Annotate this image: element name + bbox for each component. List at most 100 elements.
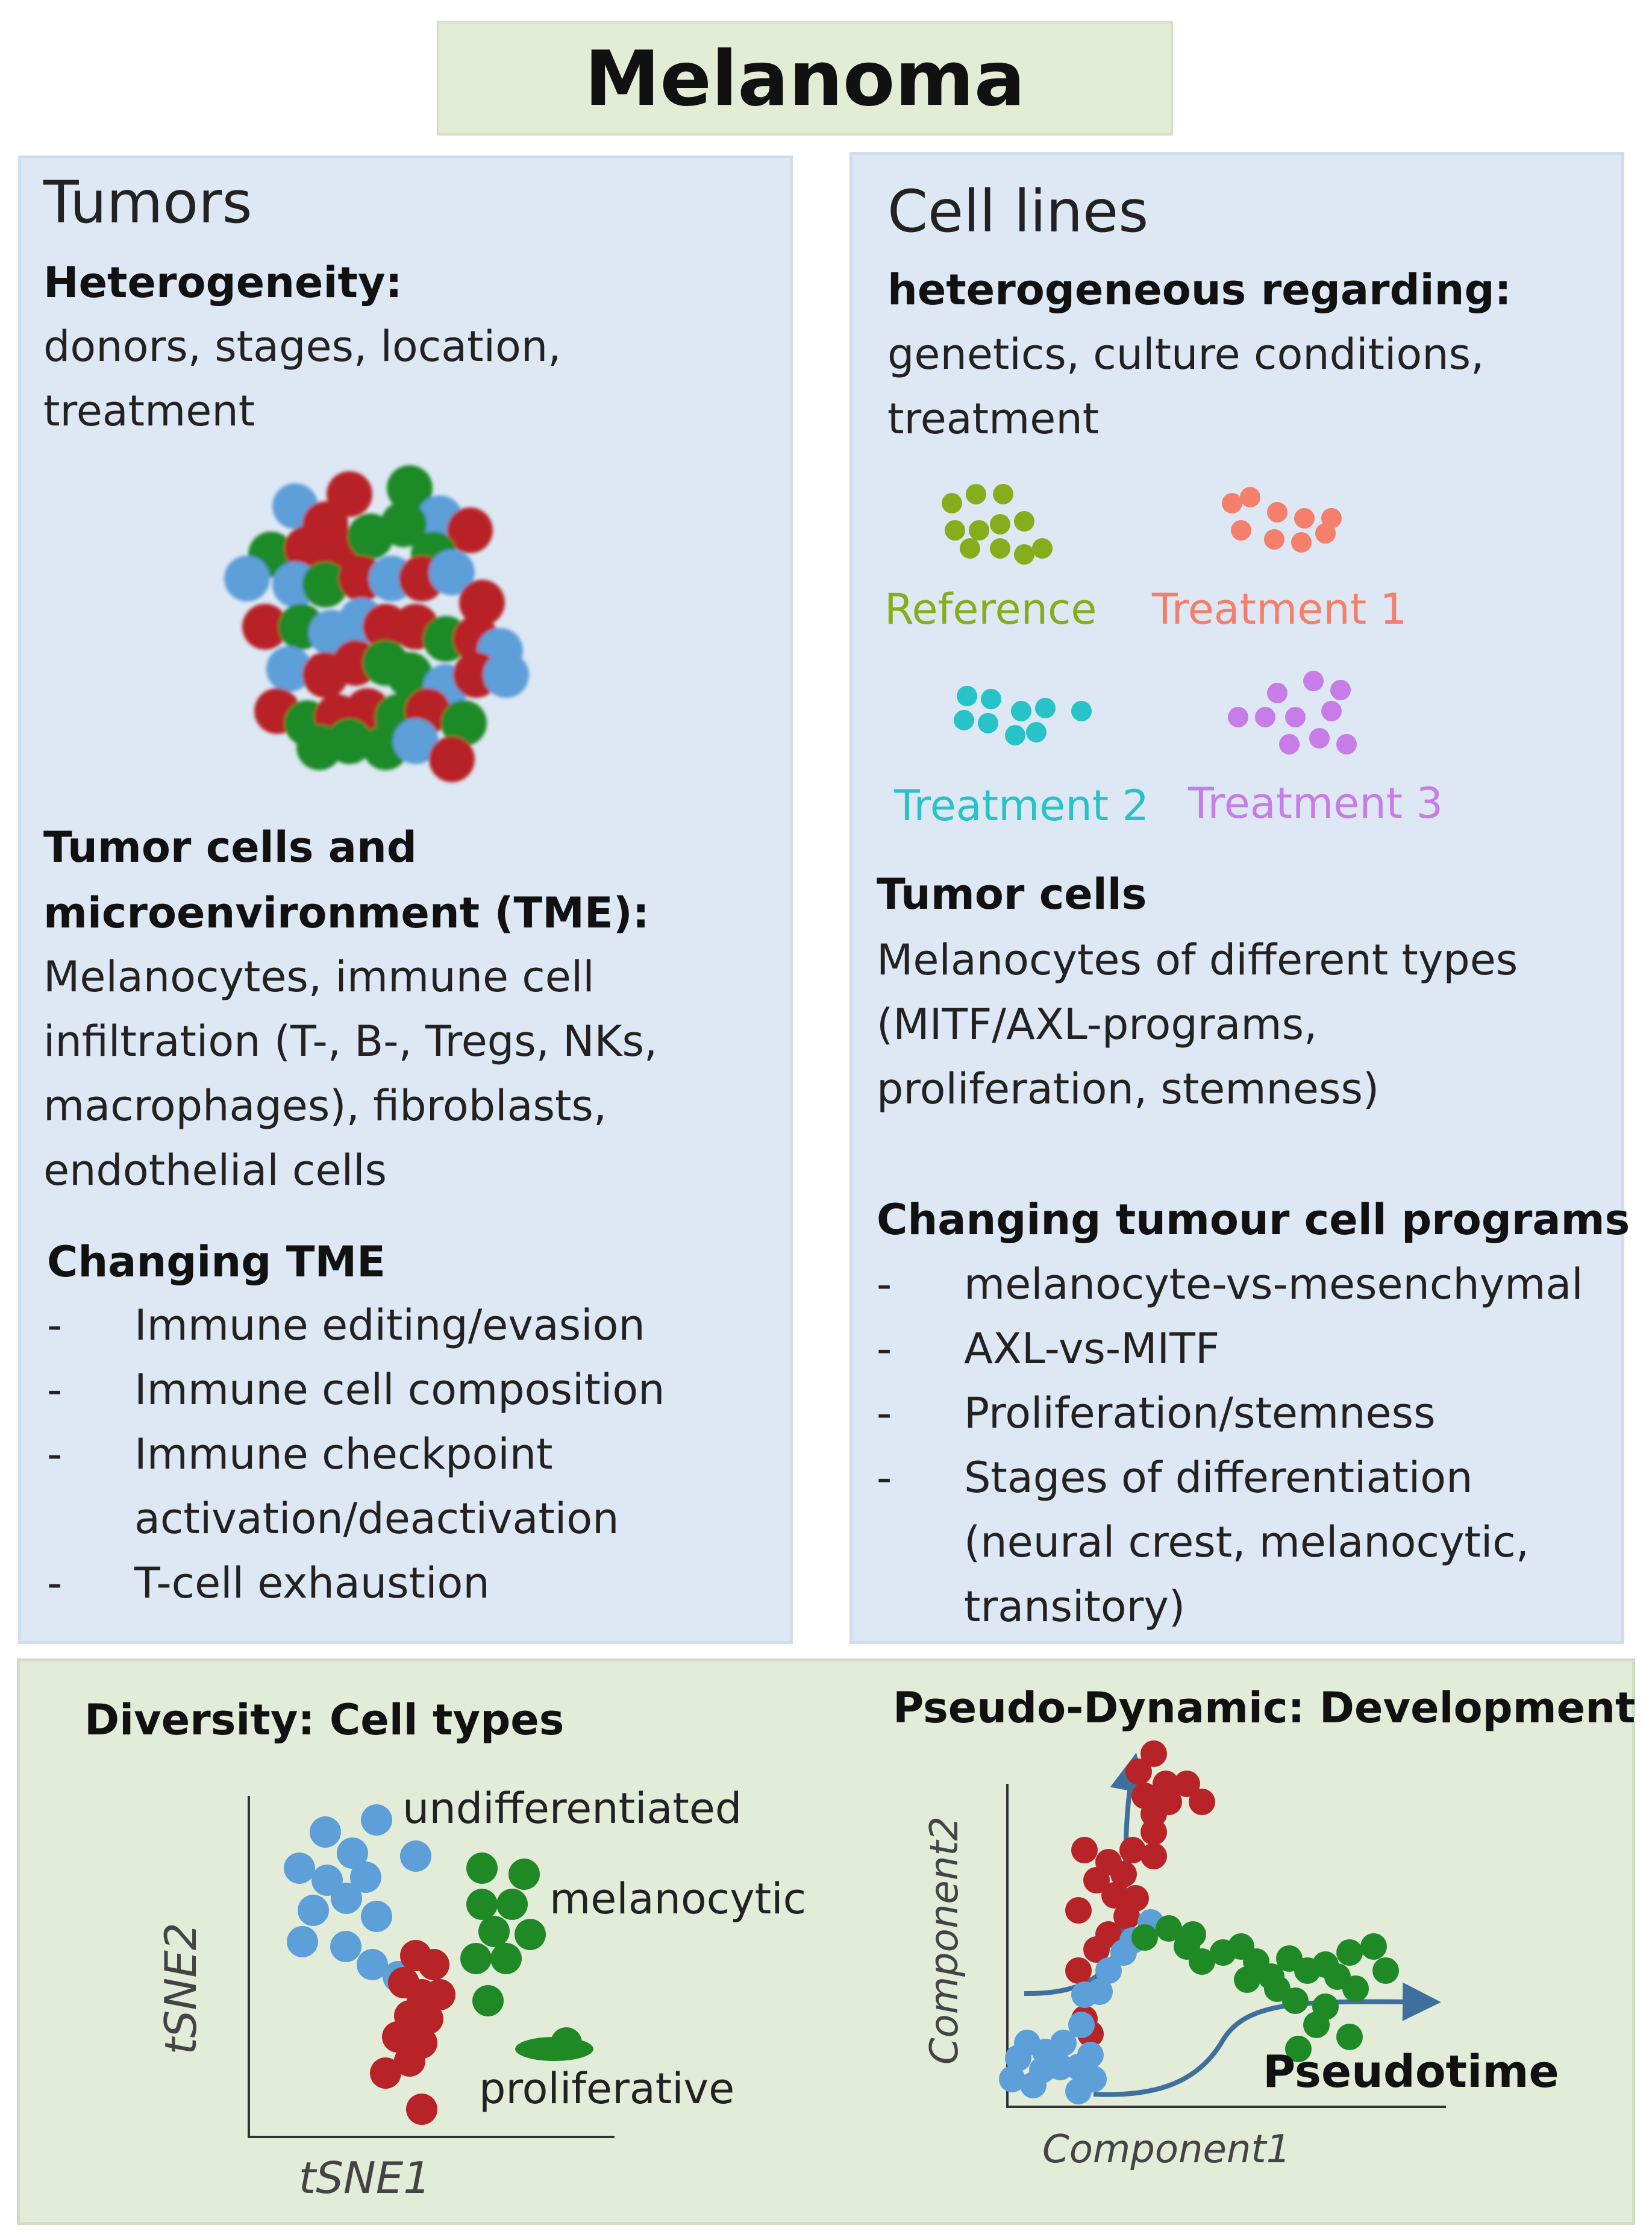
cell-line-dot (942, 493, 962, 513)
cell-line-dot (1032, 538, 1053, 559)
diversity-dot (361, 1804, 392, 1836)
cell-line-dot (1279, 734, 1300, 755)
cell-line-dot (1291, 532, 1312, 553)
diversity-dot (466, 1889, 498, 1920)
pseudo-dot (1119, 1837, 1146, 1863)
changing-programs-heading: Changing tumour cell programs (877, 1195, 1630, 1244)
pseudo-dot (1342, 1975, 1369, 2002)
cell-line-dot (945, 520, 965, 541)
diversity-dot (350, 1862, 381, 1893)
heterogeneity-text: donors, stages, location, treatment (43, 322, 562, 436)
page-title: Melanoma (584, 34, 1025, 123)
pseudo-dot (1077, 2042, 1104, 2068)
tumor-cells-text: Melanocytes of different types (MITF/AXL… (877, 935, 1518, 1114)
pseudo-dot (1140, 1843, 1167, 1869)
tumor-cell-dot (387, 465, 433, 511)
cell-line-dot (1330, 680, 1351, 700)
pseudo-dot (1065, 1897, 1092, 1924)
list-item: -Stages of differentiation (neural crest… (877, 1453, 1530, 1631)
label-melanocytic: melanocytic (549, 1874, 807, 1924)
pseudo-dot (1110, 1939, 1137, 1966)
tumor-cell-dot (441, 700, 487, 746)
pseudotime-label: Pseudotime (1263, 2046, 1559, 2098)
pseudo-dot (999, 2066, 1025, 2092)
tumor-cell-dot (483, 652, 529, 698)
cell-lines-heading: Cell lines (887, 178, 1149, 245)
pseudo-dot (1083, 1936, 1110, 1963)
cell-line-dot (1309, 728, 1330, 748)
tumor-cell-cluster (224, 465, 529, 782)
tumor-cell-dot (327, 718, 372, 764)
pseudo-dot (1156, 1915, 1182, 1942)
pseudo-dot (1264, 1975, 1291, 2002)
cell-line-dots (942, 484, 1357, 755)
pseudo-dot (1189, 1948, 1215, 1975)
diversity-dot (515, 1919, 546, 1950)
diversity-dot (331, 1883, 362, 1914)
diversity-dot (357, 1949, 388, 1980)
cell-line-dot (978, 713, 998, 733)
tme-heading: Tumor cells and microenvironment (TME): (43, 823, 649, 938)
tumor-cell-dot (429, 736, 475, 782)
tumors-heading: Tumors (43, 169, 252, 236)
diversity-dot (337, 1837, 368, 1869)
diversity-dot (382, 2021, 413, 2053)
pseudo-dot (1131, 1924, 1158, 1951)
tsne1-label: tSNE1 (299, 2153, 431, 2203)
pseudo-dot (1125, 1758, 1152, 1785)
diversity-dot (406, 2094, 437, 2125)
cell-line-dot (1285, 707, 1306, 727)
tumor-cell-dot (242, 604, 288, 650)
treatment-1-label: Treatment 1 (1152, 585, 1407, 634)
cell-line-dot (1005, 725, 1025, 745)
label-proliferative: proliferative (479, 2064, 735, 2113)
list-item: -T-cell exhaustion (47, 1558, 490, 1608)
diversity-dot (508, 1859, 540, 1890)
diversity-heading: Diversity: Cell types (84, 1695, 565, 1745)
diversity-dot (412, 2003, 443, 2035)
tumor-cell-dot (387, 652, 433, 698)
label-undifferentiated: undifferentiated (402, 1784, 742, 1833)
proliferative-ellipse (515, 2037, 593, 2061)
list-item: -Immune editing/evasion (47, 1300, 645, 1350)
cell-line-dot (1222, 493, 1242, 513)
cell-line-dot (1255, 707, 1275, 727)
list-item: -melanocyte-vs-mesenchymal (877, 1260, 1583, 1309)
pseudo-heading: Pseudo-Dynamic: Development (893, 1683, 1636, 1733)
tme-text: Melanocytes, immune cell infiltration (T… (43, 952, 658, 1196)
pseudo-dot (1071, 1837, 1098, 1863)
diversity-dot (310, 1816, 341, 1848)
component2-label: Component2 (922, 1816, 967, 2065)
cell-line-dot (1228, 707, 1248, 727)
cell-line-dot (1011, 701, 1031, 721)
tumor-cell-dot (381, 501, 427, 547)
pseudo-dot (1113, 1903, 1140, 1930)
pseudo-dot (1005, 2045, 1031, 2071)
cell-line-dot (1294, 508, 1315, 529)
pseudo-dot (1095, 1957, 1122, 1984)
pseudo-dot (1101, 1882, 1128, 1909)
list-item: -AXL-vs-MITF (877, 1324, 1220, 1373)
treatment-3-label: Treatment 3 (1188, 779, 1443, 828)
list-item: -Proliferation/stemness (877, 1388, 1436, 1438)
pseudo-dot (1071, 1981, 1098, 2008)
treatment-2-label: Treatment 2 (894, 781, 1149, 830)
cell-line-dot (981, 689, 1001, 709)
cell-line-dot (1267, 502, 1287, 522)
cell-line-dot (1267, 683, 1287, 703)
diversity-dot (298, 1895, 329, 1926)
heterogeneous-label: heterogeneous regarding: (887, 265, 1512, 315)
cell-line-dot (957, 686, 977, 706)
component1-label: Component1 (1042, 2127, 1291, 2172)
diversity-dot (418, 1949, 449, 1980)
list-item: -Immune checkpoint activation/deactivati… (47, 1429, 619, 1543)
pseudo-dot (1360, 1933, 1387, 1960)
heterogeneity-label: Heterogeneity: (43, 258, 402, 307)
diversity-dot (490, 1943, 522, 1974)
pseudo-dot (1068, 2012, 1095, 2038)
tumor-cell-dot (393, 718, 439, 764)
tumor-cell-dot (224, 556, 270, 601)
cell-line-dot (990, 538, 1010, 559)
tumor-cells-heading: Tumor cells (877, 870, 1147, 919)
title-box: Melanoma (437, 21, 1173, 136)
